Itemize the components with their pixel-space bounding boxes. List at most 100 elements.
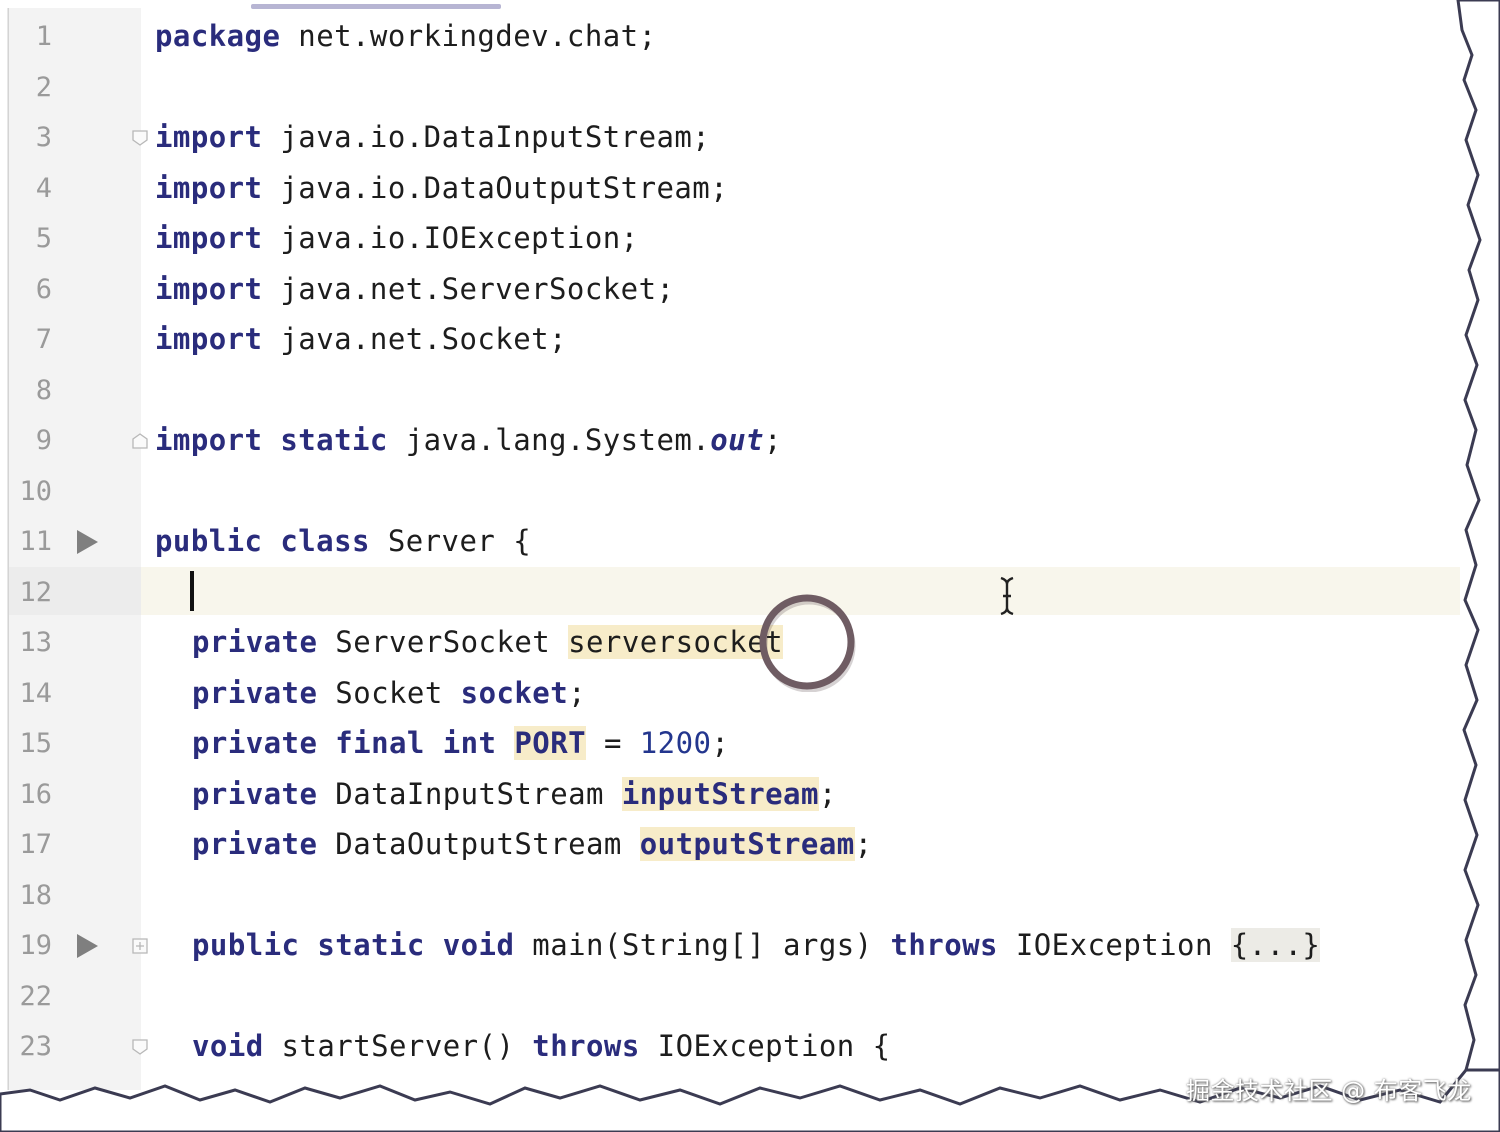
- watermark-text: 掘金技术社区 @ 布客飞龙: [1186, 1077, 1472, 1105]
- code-token: void: [192, 1029, 264, 1063]
- code-token: java.io.DataInputStream;: [262, 120, 711, 154]
- line-number[interactable]: 13: [19, 627, 52, 658]
- fold-collapse-icon[interactable]: [131, 129, 149, 147]
- line-number[interactable]: 5: [35, 223, 52, 254]
- code-token: PORT: [514, 726, 587, 760]
- line-number[interactable]: 10: [19, 475, 52, 507]
- code-token: net.workingdev.chat;: [280, 19, 657, 53]
- code-token: java.lang.System.: [387, 423, 711, 457]
- code-line[interactable]: private DataOutputStream outputStream;: [192, 827, 873, 861]
- current-line-highlight: [141, 567, 1460, 615]
- code-line[interactable]: void startServer() throws IOException {: [192, 1029, 891, 1063]
- code-token: public static void: [192, 928, 515, 962]
- fold-expand-icon[interactable]: [131, 937, 149, 955]
- code-line[interactable]: public class Server {: [155, 524, 531, 558]
- code-token: ;: [711, 726, 730, 760]
- line-number[interactable]: 22: [19, 980, 52, 1012]
- code-token: throws: [532, 1029, 640, 1063]
- code-line[interactable]: private ServerSocket serversocket: [192, 625, 784, 659]
- code-token: DataOutputStream: [317, 827, 640, 861]
- fold-collapse-icon[interactable]: [131, 432, 149, 450]
- line-number[interactable]: 14: [19, 677, 52, 709]
- line-number[interactable]: 3: [35, 122, 52, 153]
- run-gutter-icon[interactable]: [77, 934, 98, 958]
- line-number[interactable]: 19: [19, 930, 52, 961]
- code-token: private: [192, 625, 318, 659]
- code-token: import static: [155, 423, 388, 457]
- click-indicator-ring-icon: [759, 594, 856, 692]
- code-token: import: [155, 271, 263, 306]
- line-number[interactable]: 6: [35, 273, 52, 305]
- code-line[interactable]: package net.workingdev.chat;: [155, 19, 656, 53]
- line-number[interactable]: 8: [35, 374, 52, 406]
- code-line[interactable]: private final int PORT = 1200;: [192, 726, 729, 760]
- line-number[interactable]: 12: [19, 576, 52, 608]
- code-token: serversocket: [568, 625, 784, 659]
- code-token: import: [155, 120, 263, 154]
- code-token: IOException: [997, 928, 1231, 962]
- line-number[interactable]: 4: [35, 172, 52, 204]
- code-token: java.io.IOException;: [262, 221, 639, 255]
- code-line[interactable]: import static java.lang.System.out;: [155, 423, 782, 457]
- line-number[interactable]: 9: [35, 425, 52, 456]
- line-number[interactable]: 11: [19, 526, 52, 557]
- code-token: ;: [818, 776, 837, 811]
- active-tab-indicator: [251, 4, 501, 9]
- code-line[interactable]: import java.io.IOException;: [155, 221, 639, 255]
- code-token: public class: [155, 524, 370, 558]
- line-number[interactable]: 2: [35, 71, 52, 103]
- code-token: inputStream: [621, 776, 819, 811]
- text-caret: [190, 571, 194, 611]
- code-token: ;: [568, 675, 587, 710]
- code-token: private: [192, 827, 318, 861]
- line-number[interactable]: 7: [35, 324, 52, 355]
- code-token: import: [155, 221, 263, 255]
- code-token: java.net.Socket;: [262, 322, 567, 356]
- code-token: Socket: [317, 675, 461, 710]
- code-token: package: [155, 19, 281, 53]
- line-number-gutter[interactable]: [8, 8, 141, 1090]
- code-token: startServer(): [263, 1029, 533, 1063]
- code-token: private: [192, 776, 318, 811]
- code-line[interactable]: private DataInputStream inputStream;: [192, 776, 837, 811]
- code-line[interactable]: import java.io.DataInputStream;: [155, 120, 710, 154]
- code-token: =: [586, 726, 640, 760]
- code-token: import: [155, 170, 263, 205]
- torn-edge-bottom: [0, 1068, 1500, 1132]
- code-token: DataInputStream: [317, 776, 622, 811]
- code-line[interactable]: import java.io.DataOutputStream;: [155, 171, 728, 205]
- code-line[interactable]: import java.net.ServerSocket;: [155, 272, 674, 306]
- gutter-current-line: [8, 567, 141, 615]
- line-number[interactable]: 18: [19, 879, 52, 911]
- line-number[interactable]: 15: [19, 728, 52, 759]
- code-token: ;: [854, 827, 873, 861]
- run-gutter-icon[interactable]: [77, 530, 98, 554]
- code-token: 1200: [639, 726, 712, 760]
- code-token: Server {: [369, 524, 532, 558]
- line-number[interactable]: 1: [35, 21, 52, 52]
- ibeam-cursor-icon: [1000, 576, 1014, 616]
- code-token: out: [710, 423, 764, 457]
- code-line[interactable]: private Socket socket;: [192, 676, 586, 710]
- code-line[interactable]: import java.net.Socket;: [155, 322, 567, 356]
- code-token: {...}: [1230, 928, 1321, 962]
- line-number[interactable]: 23: [19, 1031, 52, 1062]
- code-token: private final int: [192, 726, 497, 760]
- code-token: java.io.DataOutputStream;: [262, 170, 729, 205]
- code-token: socket: [460, 675, 569, 710]
- code-token: import: [155, 322, 263, 356]
- line-number[interactable]: 16: [19, 778, 52, 810]
- code-token: IOException {: [639, 1029, 891, 1063]
- code-token: main(String[] args): [514, 928, 891, 962]
- fold-collapse-icon[interactable]: [131, 1038, 149, 1056]
- code-token: ;: [763, 423, 782, 457]
- code-token: java.net.ServerSocket;: [262, 271, 675, 306]
- code-line[interactable]: public static void main(String[] args) t…: [192, 928, 1321, 962]
- code-token: private: [192, 675, 318, 710]
- torn-edge-right: [1456, 0, 1500, 1072]
- line-number[interactable]: 17: [19, 829, 52, 860]
- code-token: outputStream: [639, 827, 855, 861]
- code-token: throws: [890, 928, 998, 962]
